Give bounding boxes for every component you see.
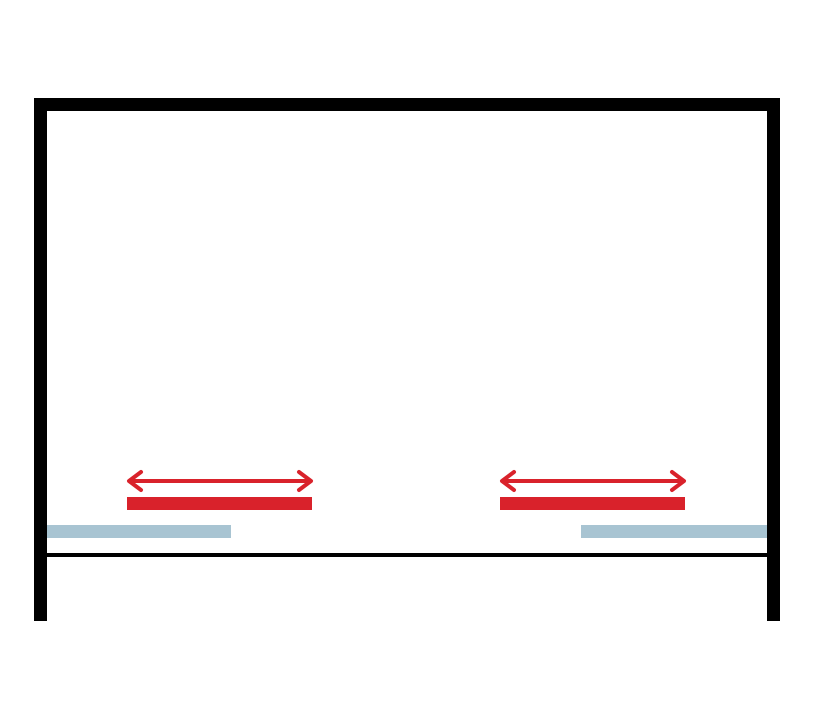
frame-top (34, 98, 780, 111)
left-sliding-panel (127, 497, 312, 510)
right-sliding-panel (500, 497, 685, 510)
threshold-line (40, 553, 774, 557)
frame-left-post (34, 98, 47, 621)
double-headed-arrow-icon (500, 470, 686, 492)
right-fixed-panel (581, 525, 767, 538)
left-fixed-panel (47, 525, 231, 538)
frame-right-post (767, 98, 780, 621)
double-headed-arrow-icon (127, 470, 313, 492)
